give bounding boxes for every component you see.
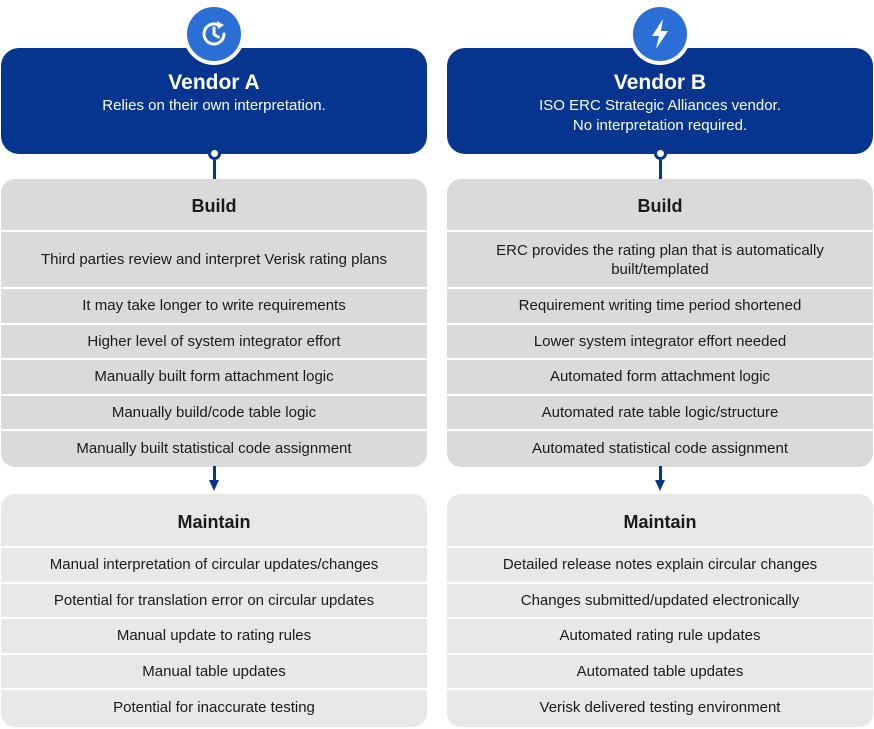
connector-line: [213, 160, 216, 180]
vendor-b-maintain-section: Maintain Detailed release notes explain …: [447, 494, 873, 727]
build-item: Automated form attachment logic: [447, 360, 873, 396]
build-item: Lower system integrator effort needed: [447, 325, 873, 360]
build-item: Requirement writing time period shortene…: [447, 289, 873, 325]
build-item: Automated statistical code assignment: [532, 440, 788, 458]
vendor-a-header: Vendor A Relies on their own interpretat…: [1, 48, 427, 154]
clock-refresh-icon: [187, 7, 241, 61]
vendor-a-column: Vendor A Relies on their own interpretat…: [1, 0, 427, 729]
connector-dot: [654, 147, 667, 160]
build-item: Manually built statistical code assignme…: [76, 440, 352, 458]
build-item: Third parties review and interpret Veris…: [1, 232, 427, 289]
maintain-title: Maintain: [1, 494, 427, 548]
build-item: Higher level of system integrator effort: [1, 325, 427, 360]
maintain-item: Manual update to rating rules: [1, 619, 427, 655]
maintain-item: Detailed release notes explain circular …: [447, 548, 873, 584]
maintain-item: Automated table updates: [447, 655, 873, 690]
build-title: Build: [447, 179, 873, 232]
arrow-down-icon: [655, 480, 665, 491]
arrow-down-icon: [209, 480, 219, 491]
build-item: It may take longer to write requirements: [1, 289, 427, 325]
maintain-item: Verisk delivered testing environment: [539, 699, 781, 717]
maintain-item: Potential for translation error on circu…: [1, 584, 427, 619]
vendor-a-maintain-section: Maintain Manual interpretation of circul…: [1, 494, 427, 727]
maintain-item: Manual table updates: [1, 655, 427, 690]
connector-dot: [208, 147, 221, 160]
vendor-b-header: Vendor B ISO ERC Strategic Alliances ven…: [447, 48, 873, 154]
maintain-item: Potential for inaccurate testing: [113, 699, 315, 717]
connector-line: [659, 466, 662, 482]
vendor-a-build-section: Build Third parties review and interpret…: [1, 179, 427, 467]
maintain-item: Changes submitted/updated electronically: [447, 584, 873, 619]
connector-line: [213, 466, 216, 482]
build-item: Manually built form attachment logic: [1, 360, 427, 396]
build-item: Manually build/code table logic: [1, 396, 427, 431]
vendor-b-build-section: Build ERC provides the rating plan that …: [447, 179, 873, 467]
vendor-b-icon-badge: [629, 3, 691, 65]
maintain-title: Maintain: [447, 494, 873, 548]
maintain-item: Manual interpretation of circular update…: [1, 548, 427, 584]
vendor-a-icon-badge: [183, 3, 245, 65]
build-item: Automated rate table logic/structure: [447, 396, 873, 431]
connector-line: [659, 160, 662, 180]
vendor-a-name: Vendor A: [168, 71, 260, 94]
build-item: ERC provides the rating plan that is aut…: [447, 232, 873, 289]
maintain-item: Automated rating rule updates: [447, 619, 873, 655]
lightning-bolt-icon: [633, 7, 687, 61]
vendor-b-name: Vendor B: [613, 71, 707, 94]
vendor-b-description: ISO ERC Strategic Alliances vendor. No i…: [539, 97, 781, 134]
build-title: Build: [1, 179, 427, 232]
vendor-b-column: Vendor B ISO ERC Strategic Alliances ven…: [447, 0, 873, 729]
vendor-a-description: Relies on their own interpretation.: [102, 97, 326, 114]
